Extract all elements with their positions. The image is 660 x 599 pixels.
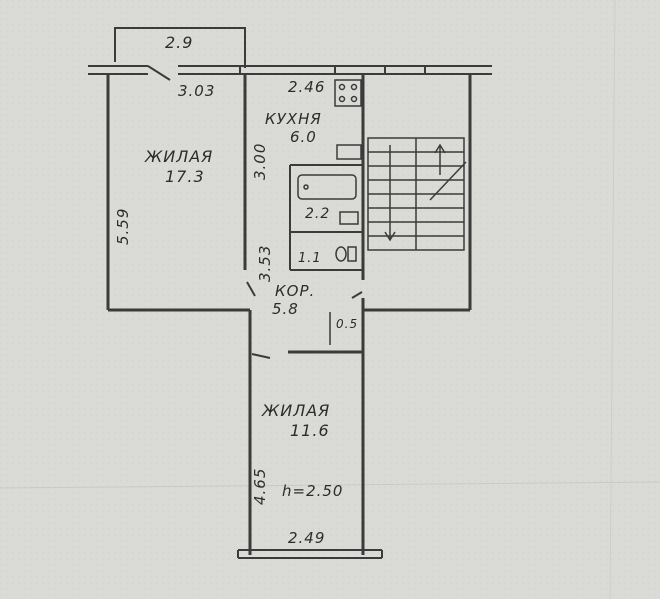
balcony-width-label: 2.9 [165,33,193,52]
bathroom-area-label: 2.2 [305,206,330,222]
kitchen-width-label: 2.46 [288,78,325,96]
living1-length-label: 5.59 [114,208,132,245]
toilet-area-label: 1.1 [298,251,322,266]
room-labels: 2.9 3.03 2.46 КУХНЯ 6.0 ЖИЛАЯ 17.3 5.59 … [114,33,358,547]
balcony-outline [114,27,246,68]
living2-width-label: 2.49 [288,529,325,547]
kitchen-depth-label: 3.00 [251,143,269,180]
living1-area-label: 17.3 [165,167,205,186]
stove-icon [334,79,362,107]
living2-name-label: ЖИЛАЯ [261,401,330,420]
living1-width-label: 3.03 [178,82,215,100]
kitchen-sink-icon [336,144,362,160]
kitchen-area-label: 6.0 [290,128,317,146]
toilet-icon [335,246,357,262]
ceiling-height-label: h=2.50 [282,482,343,500]
walls [88,27,492,559]
paper-fold-line [0,481,660,489]
corridor-area-label: 5.8 [272,300,299,318]
living1-name-label: ЖИЛАЯ [144,147,213,166]
bathtub-icon [297,174,357,200]
bathroom-sink-icon [339,211,359,225]
corridor-length-label: 3.53 [256,245,274,282]
closet-area-label: 0.5 [336,317,358,331]
living2-length-label: 4.65 [251,468,269,505]
living2-area-label: 11.6 [290,421,330,440]
paper-fold-line [609,0,616,599]
kitchen-name-label: КУХНЯ [265,110,322,128]
corridor-name-label: КОР. [275,282,315,300]
staircase [367,137,467,251]
